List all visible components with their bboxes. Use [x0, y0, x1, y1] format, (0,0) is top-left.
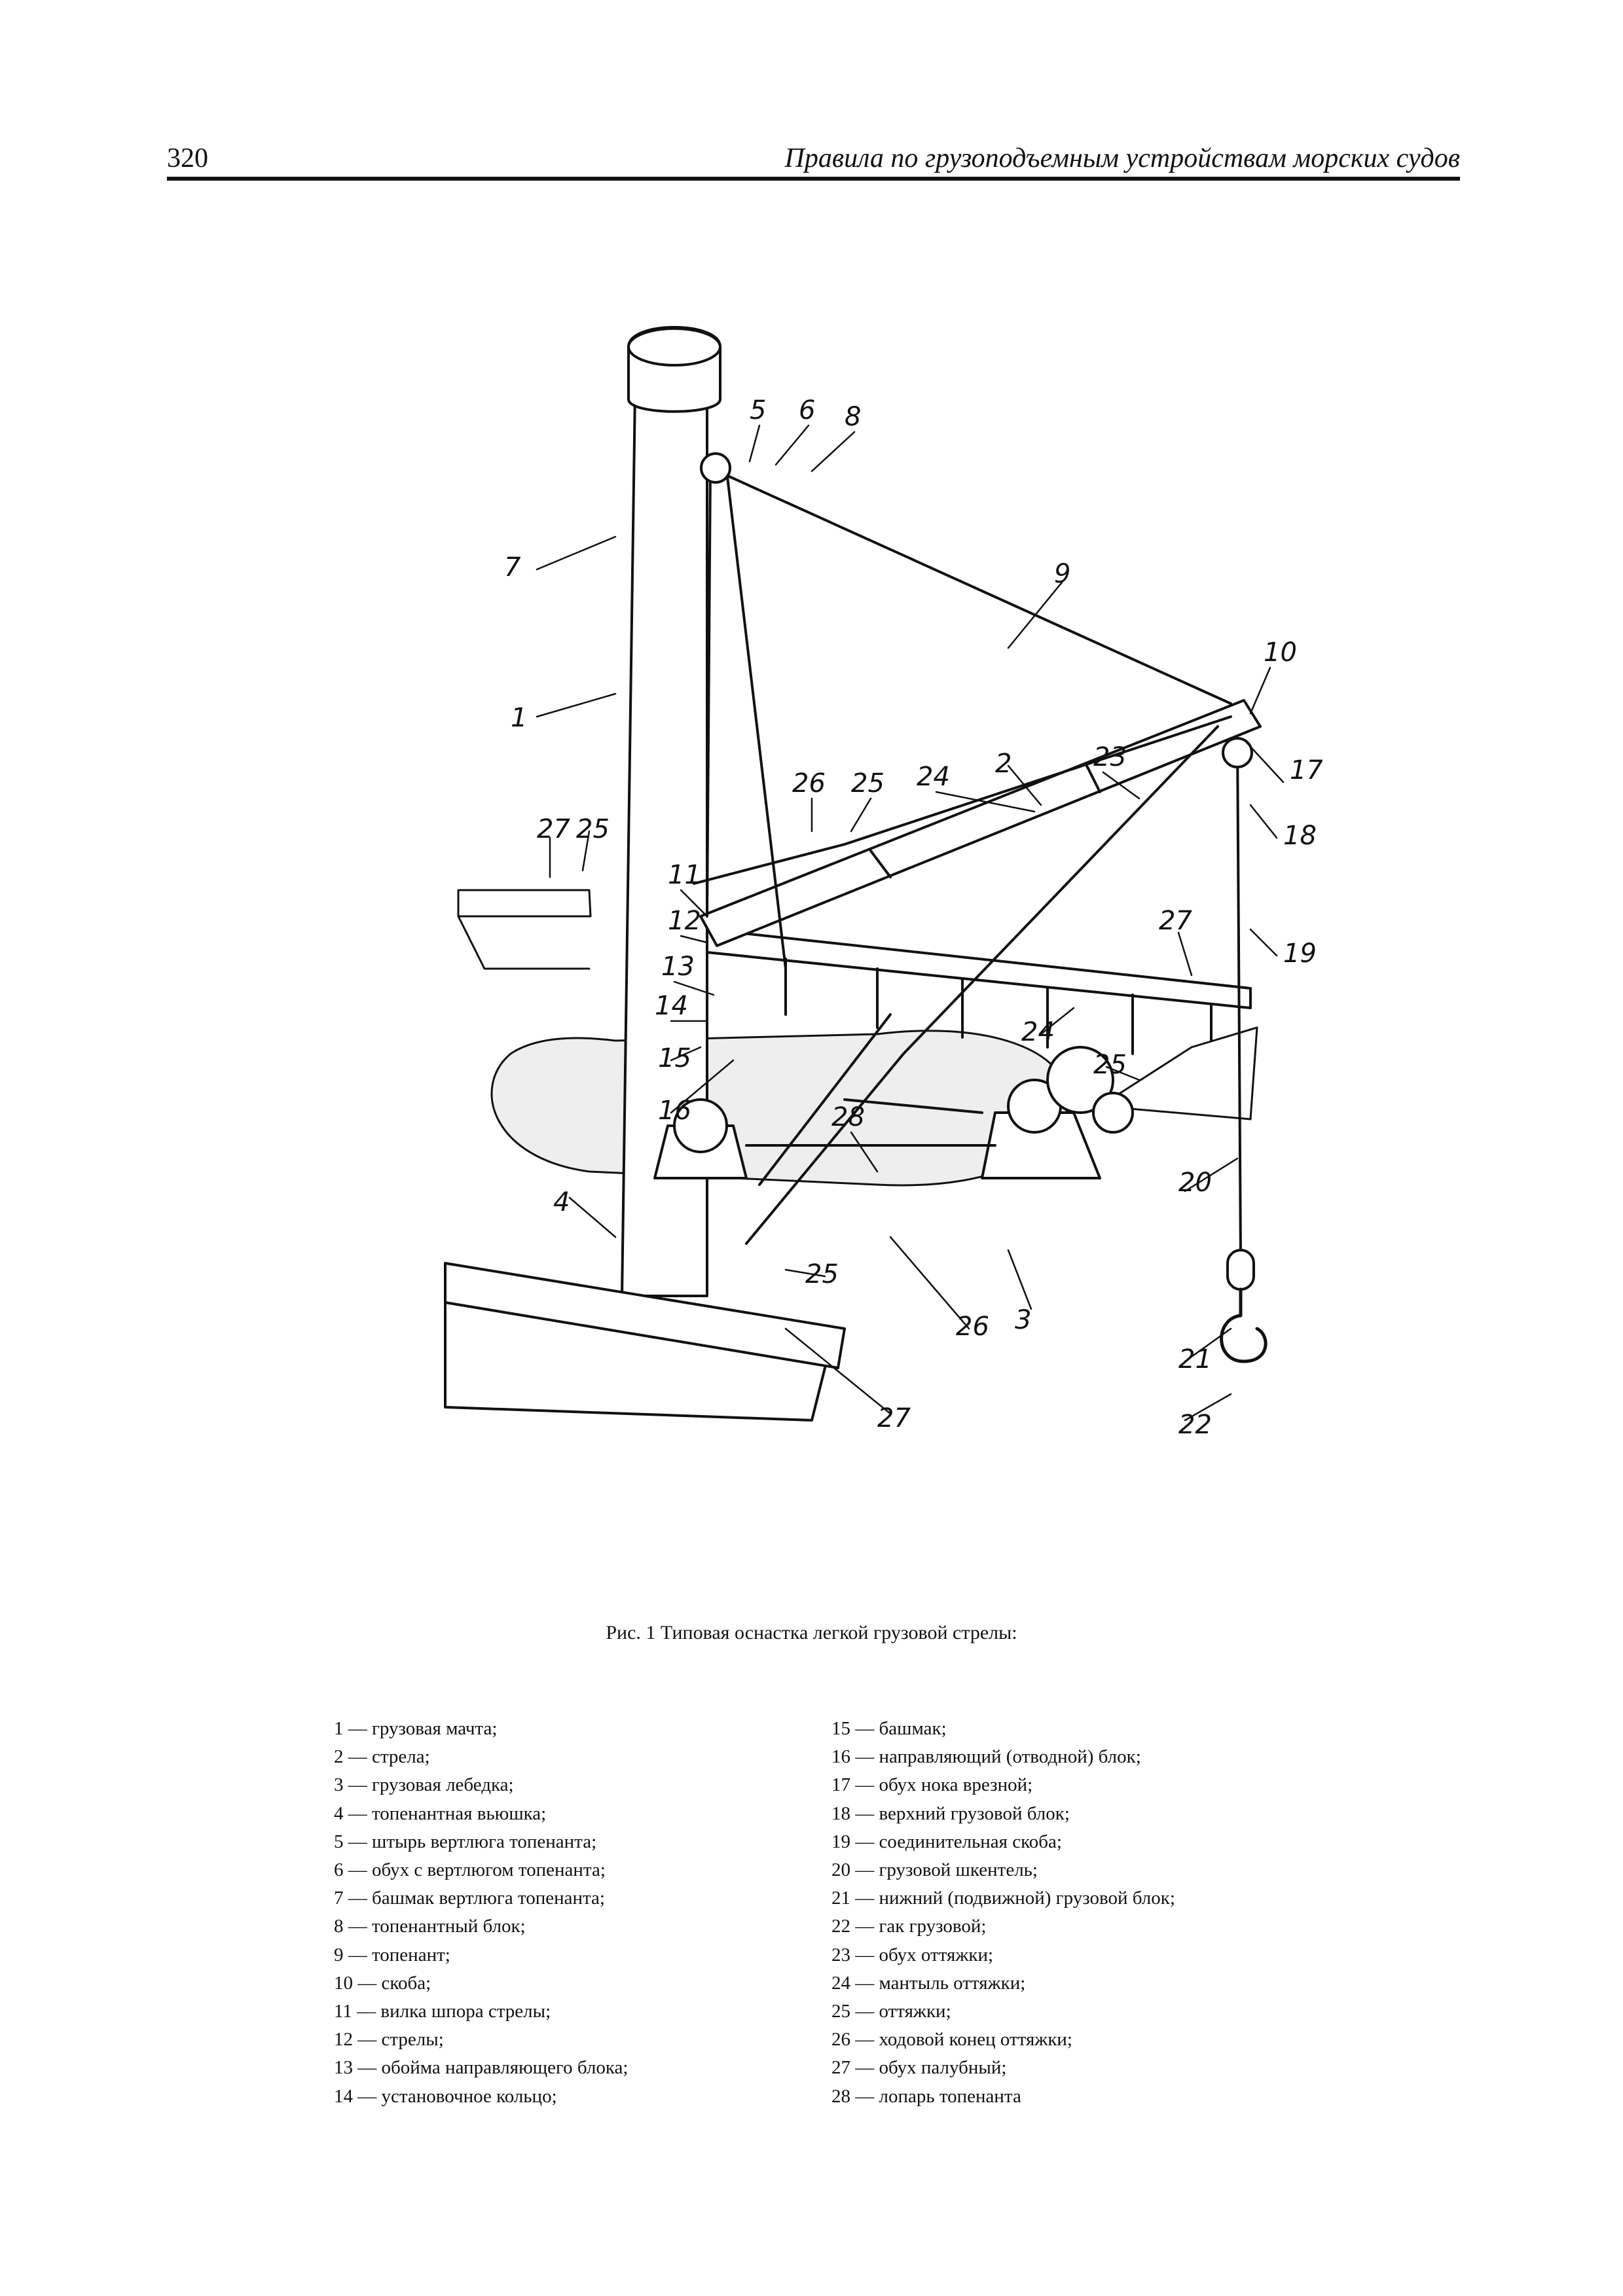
callout: 14: [655, 991, 688, 1021]
callout: 24: [917, 762, 950, 792]
legend-item: 11 — вилка шпора стрелы;: [334, 2001, 551, 2022]
legend-item: 14 — установочное кольцо;: [334, 2085, 557, 2107]
callout: 10: [1264, 637, 1297, 668]
topping-lift-fall: [706, 467, 787, 970]
legend-item: 16 — направляющий (отводной) блок;: [831, 1746, 1141, 1768]
callout: 28: [831, 1102, 865, 1132]
header-rule: [167, 177, 1460, 181]
bulwark: [706, 928, 1258, 1121]
legend-item: 2 — стрела;: [334, 1746, 430, 1768]
callout: 26: [792, 768, 826, 798]
legend-item: 18 — верхний грузовой блок;: [831, 1803, 1070, 1824]
legend-item: 24 — мантыль оттяжки;: [831, 1972, 1026, 1994]
mast: [621, 326, 721, 1297]
page-header: 320 Правила по грузоподъемным устройства…: [167, 143, 1460, 182]
page-number: 320: [167, 143, 208, 173]
callout: 5: [750, 395, 766, 425]
figure-caption: Рис. 1 Типовая оснастка легкой грузовой …: [606, 1622, 1017, 1643]
running-title: Правила по грузоподъемным устройствам мо…: [784, 143, 1460, 173]
legend-item: 8 — топенантный блок;: [334, 1916, 526, 1937]
legend-item: 28 — лопарь топенанта: [831, 2085, 1021, 2107]
callout: 21: [1178, 1344, 1212, 1374]
callout: 3: [1015, 1305, 1031, 1335]
callout: 2: [995, 749, 1012, 779]
legend-item: 5 — штырь вертлюга топенанта;: [334, 1831, 597, 1852]
legend-item: 1 — грузовая мачта;: [334, 1718, 498, 1739]
cargo-boom-rigging-figure: 1 2 3 4 5 6 7 8 9 10 11 12 13 14 15 16 1…: [419, 308, 1322, 1473]
legend-item: 25 — оттяжки;: [831, 2001, 951, 2022]
cargo-winch: [981, 1046, 1134, 1179]
topping-lift-winch: [653, 1098, 748, 1179]
callout: 8: [845, 402, 861, 432]
callout: 27: [537, 814, 570, 844]
legend-item: 15 — башмак;: [831, 1718, 947, 1739]
callout: 27: [1159, 906, 1192, 936]
legend-item: 21 — нижний (подвижной) грузовой блок;: [831, 1888, 1175, 1909]
guy-pendant-front: [745, 725, 1219, 1245]
legend-item: 26 — ходовой конец оттяжки;: [831, 2029, 1072, 2051]
legend-item: 19 — соединительная скоба;: [831, 1831, 1062, 1852]
callout: 23: [1093, 742, 1127, 772]
legend-item: 6 — обух с вертлюгом топенанта;: [334, 1859, 606, 1881]
topping-lift-block: [700, 452, 731, 484]
legend-item: 13 — обойма направляющего блока;: [334, 2057, 629, 2079]
callout: 17: [1290, 755, 1322, 785]
upper-cargo-block: [1222, 737, 1253, 768]
callout: 24: [1021, 1017, 1055, 1047]
callout: 12: [668, 906, 701, 936]
rear-rail: [457, 889, 592, 970]
topping-lift: [709, 467, 1232, 705]
deck-shading: [490, 1030, 1069, 1187]
cargo-hook: [1220, 1287, 1267, 1363]
callout: 11: [668, 860, 701, 890]
callout: 9: [1054, 559, 1070, 589]
callout: 7: [504, 552, 521, 583]
guy-running-end: [758, 1013, 892, 1186]
callout: 13: [661, 952, 695, 982]
legend-item: 27 — обух палубный;: [831, 2057, 1007, 2079]
legend-item: 9 — топенант;: [334, 1944, 450, 1965]
legend-item: 17 — обух нока врезной;: [831, 1774, 1033, 1796]
front-rail: [444, 1262, 846, 1422]
legend-column-1: 1 — грузовая мачта; 2 — стрела; 3 — груз…: [334, 1715, 628, 2111]
legend-item: 4 — топенантная вьюшка;: [334, 1803, 547, 1824]
callout: 20: [1178, 1168, 1212, 1198]
legend-item: 22 — гак грузовой;: [831, 1916, 987, 1937]
callout-labels: 1 2 3 4 5 6 7 8 9 10 11 12 13 14 15 16 1…: [504, 395, 1322, 1440]
callout: 19: [1283, 939, 1317, 969]
leader-lines: [536, 424, 1285, 1422]
callout: 18: [1283, 821, 1317, 851]
callout: 25: [1093, 1050, 1127, 1080]
callout: 25: [576, 814, 610, 844]
legend-column-2: 15 — башмак; 16 — направляющий (отводной…: [831, 1715, 1175, 2111]
legend-item: 3 — грузовая лебедка;: [334, 1774, 514, 1796]
callout: 1: [511, 703, 527, 733]
lower-cargo-block: [1226, 1249, 1255, 1291]
legend-item: 23 — обух оттяжки;: [831, 1944, 994, 1965]
winch-link: [745, 1098, 996, 1147]
legend-item: 12 — стрелы;: [334, 2029, 444, 2051]
guy-pendant-rear: [693, 715, 1232, 885]
callout: 25: [851, 768, 884, 798]
cargo-runner: [1236, 738, 1242, 1258]
callout: 4: [553, 1187, 570, 1217]
legend-item: 20 — грузовой шкентель;: [831, 1859, 1038, 1881]
legend-item: 7 — башмак вертлюга топенанта;: [334, 1888, 605, 1909]
callout: 26: [956, 1312, 989, 1342]
callout: 6: [799, 395, 815, 425]
legend-item: 10 — скоба;: [334, 1972, 431, 1994]
